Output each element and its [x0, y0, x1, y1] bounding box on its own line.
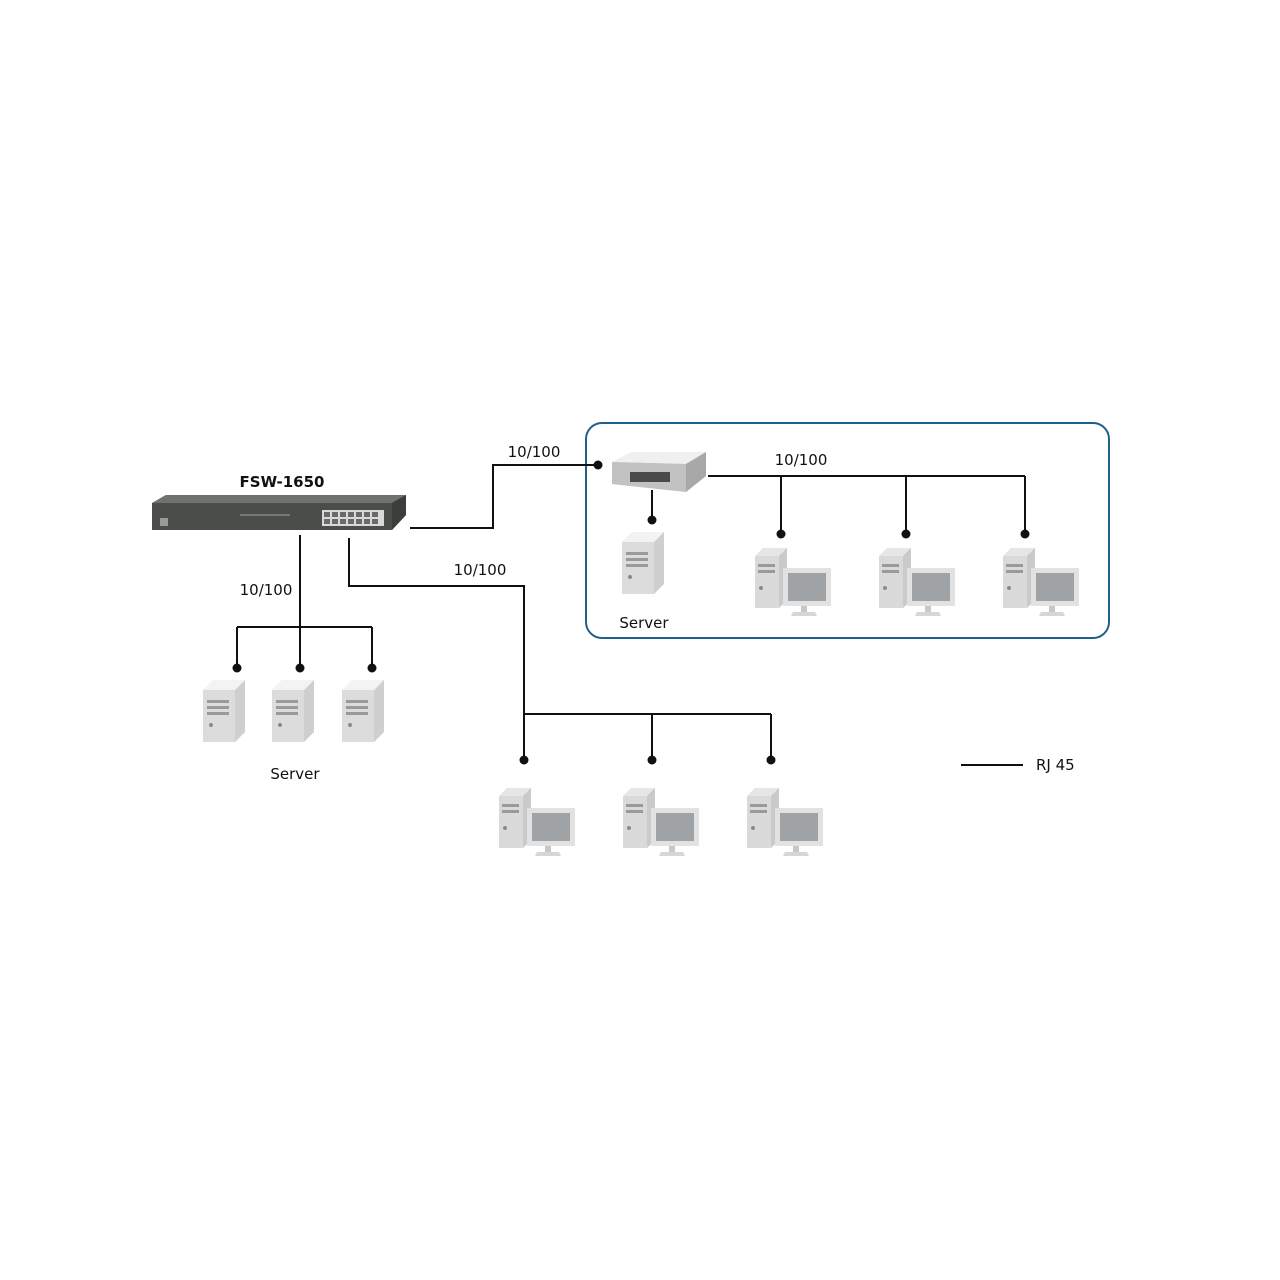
workstation-icon [747, 788, 823, 856]
server-label-group: Server [619, 614, 669, 632]
workstation-icon [1003, 548, 1079, 616]
workstation-icon [499, 788, 575, 856]
server-label-left: Server [270, 765, 320, 783]
main-switch-icon [152, 495, 406, 530]
switch-label: FSW-1650 [240, 473, 325, 491]
link-label: 10/100 [240, 581, 293, 599]
server-icon [203, 680, 245, 742]
connection-dots [232, 460, 1030, 765]
server-icon [622, 532, 664, 594]
server-icon [272, 680, 314, 742]
workstation-icon [623, 788, 699, 856]
legend: RJ 45 [961, 756, 1075, 774]
group-border [585, 422, 1110, 639]
legend-label: RJ 45 [1036, 756, 1075, 774]
link-label: 10/100 [508, 443, 561, 461]
workstation-icon [755, 548, 831, 616]
workstation-icon [879, 548, 955, 616]
remote-switch-icon [612, 452, 706, 492]
rj45-wires [236, 464, 1026, 758]
link-label: 10/100 [775, 451, 828, 469]
link-label: 10/100 [454, 561, 507, 579]
server-icon [342, 680, 384, 742]
